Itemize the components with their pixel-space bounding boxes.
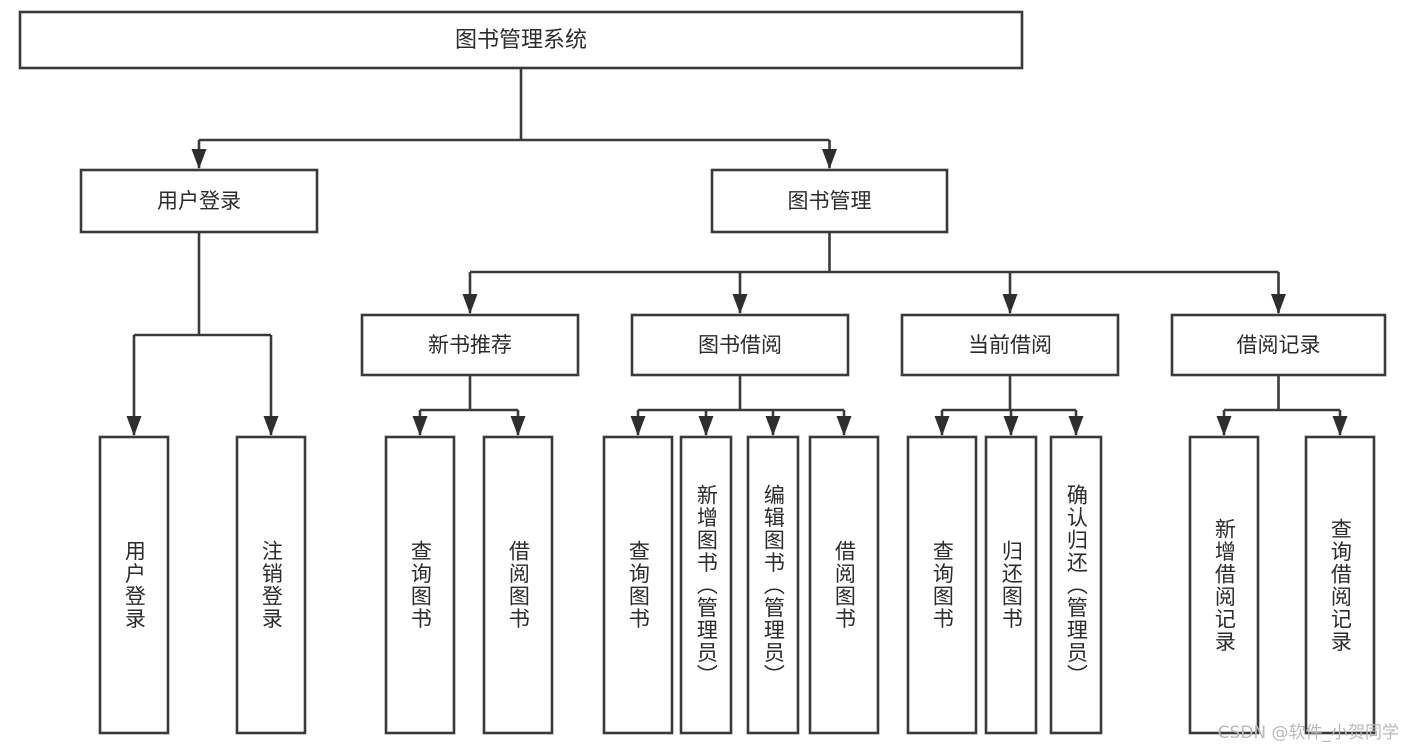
node-leaf-7[interactable] xyxy=(808,435,880,735)
node-leaf-5-rect[interactable] xyxy=(679,435,733,735)
arrowhead-icon xyxy=(630,416,646,436)
watermark: CSDN @软件_小贺同学 xyxy=(1217,723,1399,743)
node-leaf-8[interactable] xyxy=(906,435,978,735)
node-l2-用户登录[interactable]: 用户登录 xyxy=(79,168,319,234)
node-l3-图书借阅[interactable]: 图书借阅 xyxy=(630,313,850,377)
arrowhead-icon xyxy=(765,416,781,436)
connector-links xyxy=(126,68,1348,436)
arrowhead-icon xyxy=(126,416,142,436)
node-l3-借阅记录-label: 借阅记录 xyxy=(1237,333,1321,357)
node-leaf-12[interactable] xyxy=(1304,435,1376,735)
node-l3-图书借阅-rect[interactable] xyxy=(630,313,850,377)
node-leaf-4[interactable] xyxy=(602,435,674,735)
node-leaf-0-rect[interactable] xyxy=(98,435,170,735)
node-l3-当前借阅-label: 当前借阅 xyxy=(968,333,1052,357)
node-leaf-9[interactable] xyxy=(984,435,1038,735)
node-leaf-0[interactable] xyxy=(98,435,170,735)
node-leaf-6[interactable] xyxy=(746,435,800,735)
arrowhead-icon xyxy=(263,416,279,436)
node-l2-图书管理[interactable]: 图书管理 xyxy=(710,168,949,234)
node-root-图书管理系统[interactable]: 图书管理系统 xyxy=(18,10,1024,70)
node-leaf-2[interactable] xyxy=(384,435,456,735)
node-leaf-2-rect[interactable] xyxy=(384,435,456,735)
arrowhead-icon xyxy=(934,416,950,436)
node-l3-新书推荐-label: 新书推荐 xyxy=(428,333,512,357)
node-l3-新书推荐-rect[interactable] xyxy=(360,313,580,377)
node-l3-当前借阅-rect[interactable] xyxy=(900,313,1120,377)
arrowhead-icon xyxy=(191,149,207,169)
arrowhead-icon xyxy=(1002,294,1018,314)
arrowhead-icon xyxy=(1216,416,1232,436)
arrowhead-icon xyxy=(698,416,714,436)
arrowhead-icon xyxy=(732,294,748,314)
arrowhead-icon xyxy=(1332,416,1348,436)
node-leaf-5[interactable] xyxy=(679,435,733,735)
arrowhead-icon xyxy=(510,416,526,436)
node-l2-用户登录-label: 用户登录 xyxy=(157,189,241,213)
arrowhead-icon xyxy=(1271,294,1286,314)
arrowhead-icon xyxy=(1068,416,1084,436)
node-l2-图书管理-rect[interactable] xyxy=(710,168,949,234)
node-l3-借阅记录[interactable]: 借阅记录 xyxy=(1170,313,1387,377)
node-leaf-6-rect[interactable] xyxy=(746,435,800,735)
arrowhead-icon xyxy=(822,149,837,169)
node-leaf-3[interactable] xyxy=(482,435,554,735)
node-l3-新书推荐[interactable]: 新书推荐 xyxy=(360,313,580,377)
node-leaf-8-rect[interactable] xyxy=(906,435,978,735)
node-leaf-1-rect[interactable] xyxy=(235,435,307,735)
node-root-图书管理系统-rect[interactable] xyxy=(18,10,1024,70)
node-l2-用户登录-rect[interactable] xyxy=(79,168,319,234)
arrowhead-icon xyxy=(412,416,428,436)
node-l2-图书管理-label: 图书管理 xyxy=(788,189,872,213)
node-leaf-12-rect[interactable] xyxy=(1304,435,1376,735)
node-leaf-10[interactable] xyxy=(1049,435,1103,735)
node-leaf-11[interactable] xyxy=(1188,435,1260,735)
node-leaf-1[interactable] xyxy=(235,435,307,735)
node-leaf-3-rect[interactable] xyxy=(482,435,554,735)
node-leaf-4-rect[interactable] xyxy=(602,435,674,735)
node-root-图书管理系统-label: 图书管理系统 xyxy=(455,28,587,53)
node-leaf-7-rect[interactable] xyxy=(808,435,880,735)
node-leaf-10-rect[interactable] xyxy=(1049,435,1103,735)
node-leaf-9-rect[interactable] xyxy=(984,435,1038,735)
node-leaf-11-rect[interactable] xyxy=(1188,435,1260,735)
node-l3-当前借阅[interactable]: 当前借阅 xyxy=(900,313,1120,377)
arrowhead-icon xyxy=(462,294,478,314)
arrowhead-icon xyxy=(1003,416,1019,436)
arrowhead-icon xyxy=(836,416,852,436)
node-l3-图书借阅-label: 图书借阅 xyxy=(698,333,782,357)
node-l3-借阅记录-rect[interactable] xyxy=(1170,313,1387,377)
